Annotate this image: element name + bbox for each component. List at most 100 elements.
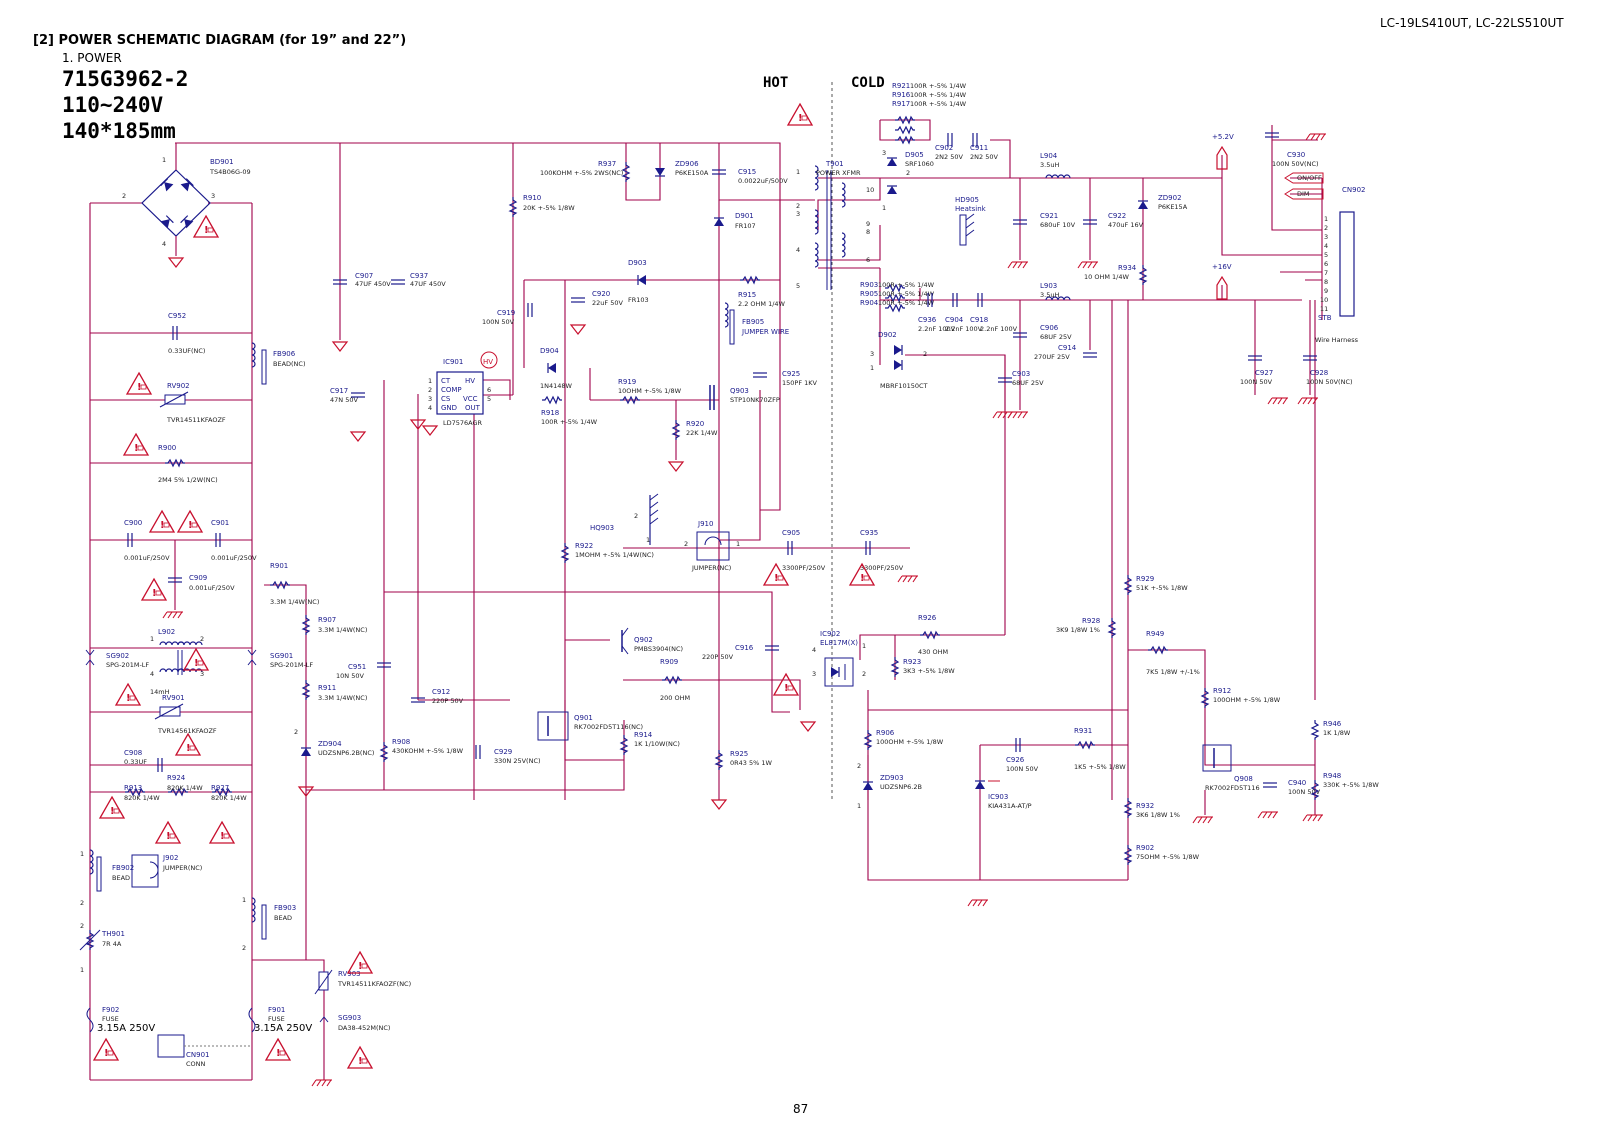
svg-text:C907: C907 xyxy=(355,272,373,280)
svg-text:TVR14511KFAOZF(NC): TVR14511KFAOZF(NC) xyxy=(337,980,411,988)
svg-text:Wire Harness: Wire Harness xyxy=(1315,336,1359,344)
svg-text:100N 50V(NC): 100N 50V(NC) xyxy=(1272,160,1319,168)
svg-text:R931: R931 xyxy=(1074,727,1092,735)
svg-text:22uF 50V: 22uF 50V xyxy=(592,299,623,307)
svg-text:7K5 1/8W +/-1%: 7K5 1/8W +/-1% xyxy=(1146,668,1200,676)
svg-text:Heatsink: Heatsink xyxy=(955,205,987,213)
section-title: [2] POWER SCHEMATIC DIAGRAM (for 19” and… xyxy=(33,33,406,48)
svg-text:C909: C909 xyxy=(189,574,207,582)
svg-text:5: 5 xyxy=(1324,251,1328,259)
svg-text:7R 4A: 7R 4A xyxy=(102,940,122,948)
svg-text:14mH: 14mH xyxy=(150,688,170,696)
svg-text:SPG-201M-LF: SPG-201M-LF xyxy=(270,661,313,669)
svg-text:C926: C926 xyxy=(1006,756,1025,764)
svg-text:4: 4 xyxy=(812,646,816,654)
svg-text:R918: R918 xyxy=(541,409,559,417)
svg-text:STB: STB xyxy=(1318,314,1332,322)
svg-text:1: 1 xyxy=(1324,215,1328,223)
svg-text:8: 8 xyxy=(866,228,870,236)
svg-text:10 OHM 1/4W: 10 OHM 1/4W xyxy=(1084,273,1129,281)
svg-text:C908: C908 xyxy=(124,749,142,757)
svg-text:C952: C952 xyxy=(168,312,186,320)
svg-text:5: 5 xyxy=(796,282,800,290)
svg-text:OUT: OUT xyxy=(465,404,481,412)
svg-text:R923: R923 xyxy=(903,658,921,666)
v16-rail: +16V xyxy=(1212,263,1232,300)
svg-text:0.0022uF/500V: 0.0022uF/500V xyxy=(738,177,788,185)
svg-text:3: 3 xyxy=(1324,233,1328,241)
svg-text:330N 25V(NC): 330N 25V(NC) xyxy=(494,757,541,765)
svg-text:CS: CS xyxy=(441,395,451,403)
svg-text:4: 4 xyxy=(1324,242,1328,250)
svg-text:3: 3 xyxy=(796,210,800,218)
svg-text:R919: R919 xyxy=(618,378,636,386)
svg-text:ZD903: ZD903 xyxy=(880,774,904,782)
svg-text:2.2 OHM 1/4W: 2.2 OHM 1/4W xyxy=(738,300,786,308)
svg-text:FR103: FR103 xyxy=(628,296,649,304)
svg-text:2: 2 xyxy=(906,169,910,177)
svg-text:100N 50V: 100N 50V xyxy=(1240,378,1273,386)
svg-text:BEAD: BEAD xyxy=(274,914,292,922)
svg-text:20K +-5% 1/8W: 20K +-5% 1/8W xyxy=(523,204,575,212)
svg-text:10: 10 xyxy=(1320,296,1328,304)
svg-text:1K 1/10W(NC): 1K 1/10W(NC) xyxy=(634,740,680,748)
svg-text:4: 4 xyxy=(162,240,166,248)
svg-text:2.2nF 100V: 2.2nF 100V xyxy=(918,325,956,333)
secondary-wiring xyxy=(817,119,1323,881)
svg-text:R915: R915 xyxy=(738,291,756,299)
svg-text:D901: D901 xyxy=(735,212,754,220)
svg-text:11: 11 xyxy=(1320,305,1328,313)
svg-text:TS4B06G-09: TS4B06G-09 xyxy=(209,168,251,176)
svg-text:R914: R914 xyxy=(634,731,653,739)
svg-text:2: 2 xyxy=(923,350,927,358)
svg-text:HV: HV xyxy=(483,358,493,366)
svg-text:100R +-5% 1/4W: 100R +-5% 1/4W xyxy=(878,281,935,289)
svg-text:2: 2 xyxy=(80,922,84,930)
svg-text:47UF 450V: 47UF 450V xyxy=(355,280,391,288)
svg-text:IC903: IC903 xyxy=(988,793,1008,801)
svg-text:100R +-5% 1/4W: 100R +-5% 1/4W xyxy=(878,290,935,298)
svg-text:7: 7 xyxy=(1324,269,1328,277)
svg-text:100N 50V: 100N 50V xyxy=(482,318,515,326)
svg-text:200 OHM: 200 OHM xyxy=(660,694,690,702)
svg-text:3: 3 xyxy=(428,395,432,403)
svg-text:3.3M 1/4W(NC): 3.3M 1/4W(NC) xyxy=(318,694,367,702)
page-number: 87 xyxy=(793,1102,808,1116)
svg-text:3: 3 xyxy=(211,192,215,200)
svg-text:1: 1 xyxy=(80,966,84,974)
svg-text:430 OHM: 430 OHM xyxy=(918,648,948,656)
svg-text:HD905: HD905 xyxy=(955,196,979,204)
svg-text:1: 1 xyxy=(80,850,84,858)
svg-text:CN901: CN901 xyxy=(186,1051,210,1059)
svg-text:R908: R908 xyxy=(392,738,410,746)
svg-text:R912: R912 xyxy=(1213,687,1231,695)
on-off-signal: ON/OFF xyxy=(1284,172,1324,184)
